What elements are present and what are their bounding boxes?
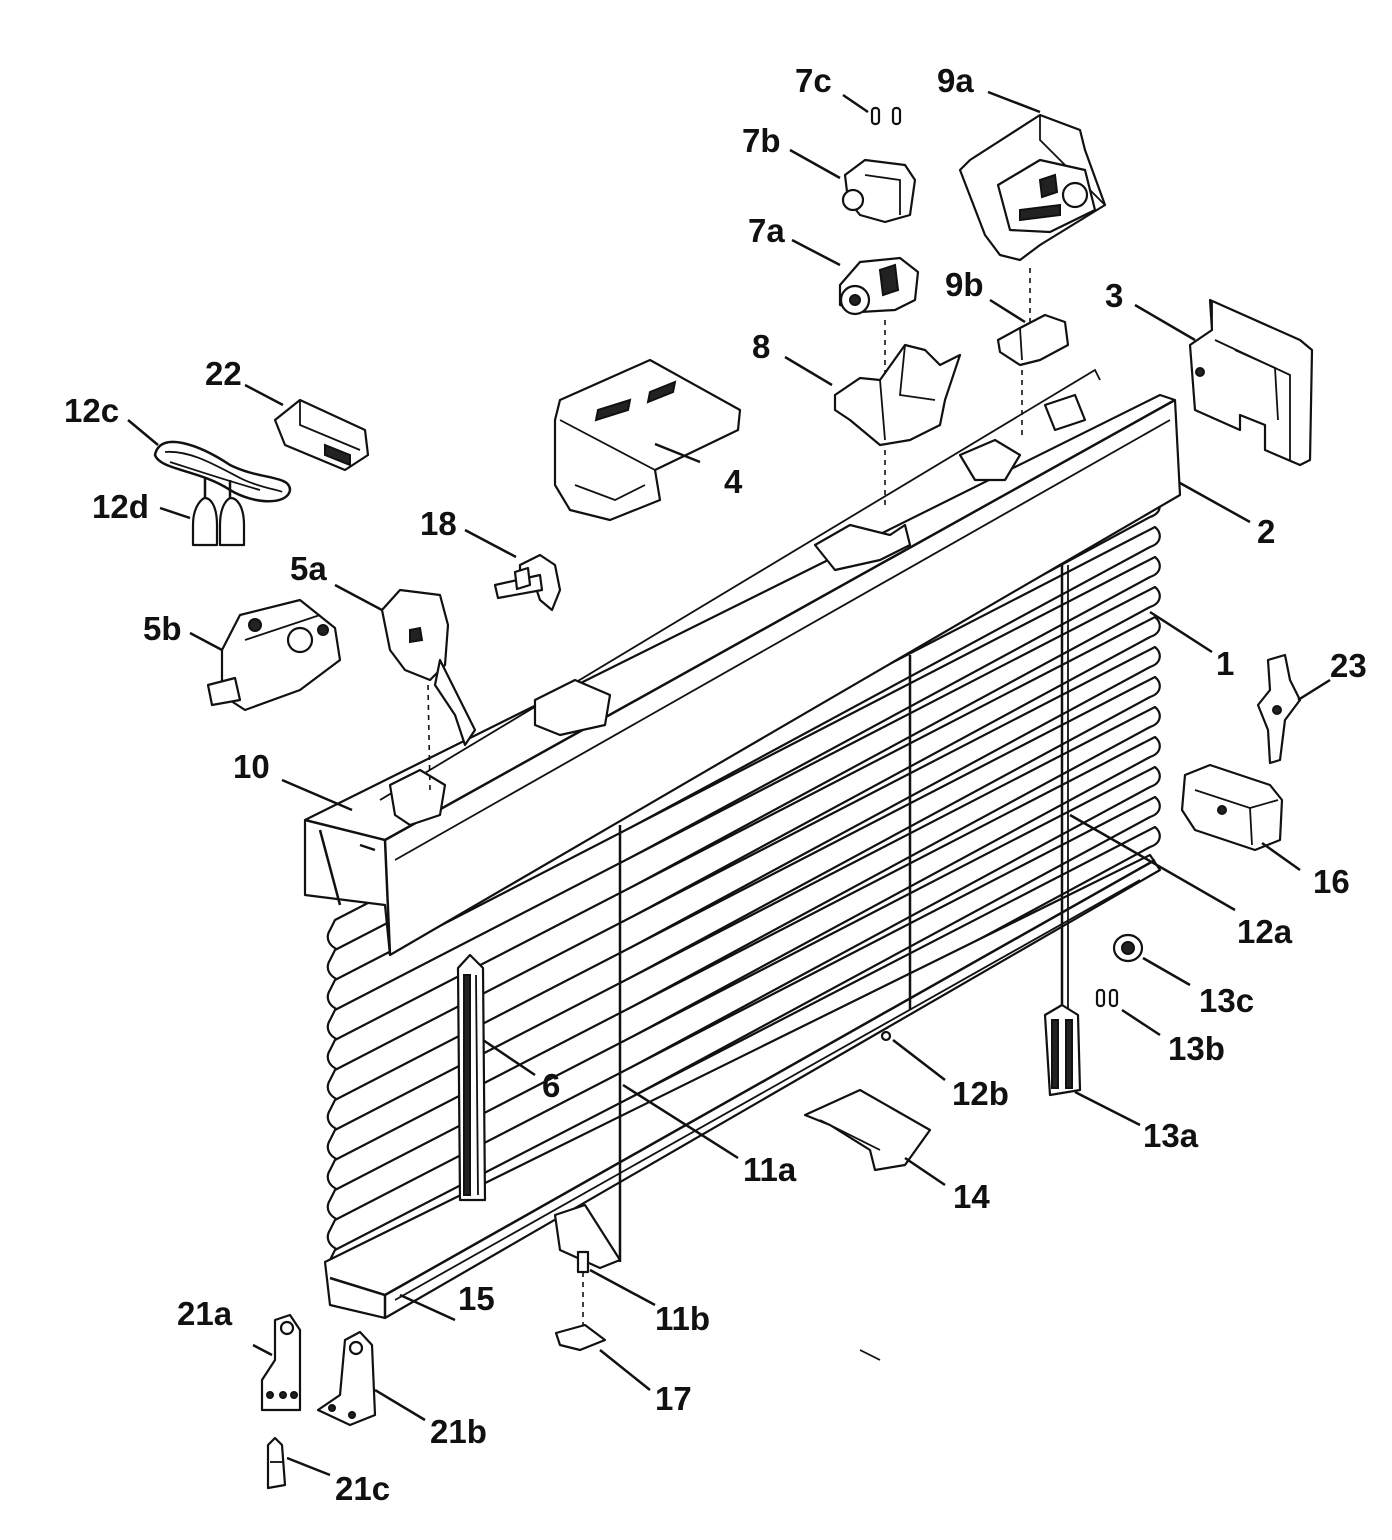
- callout-labels: 7c 9a 7b 7a 9b 3 8 22 12c 12d 4 2 18 5a …: [64, 62, 1367, 1507]
- callout-7c: 7c: [795, 62, 832, 99]
- callout-13a: 13a: [1143, 1117, 1199, 1154]
- tilt-wand: [456, 953, 487, 1202]
- callout-23: 23: [1330, 647, 1367, 684]
- callout-11b: 11b: [655, 1300, 710, 1337]
- blind-slat: [326, 585, 1161, 1044]
- support-bracket-flat: [260, 1313, 302, 1412]
- headrail: [303, 368, 1182, 957]
- callout-18: 18: [420, 505, 457, 542]
- hold-down-clip: [803, 1088, 932, 1172]
- cord-ring: [1112, 933, 1144, 963]
- callout-21b: 21b: [430, 1413, 487, 1450]
- callout-14: 14: [953, 1178, 990, 1215]
- callout-8: 8: [752, 328, 770, 365]
- cord-spool: [841, 158, 917, 224]
- lock-spacer: [996, 313, 1070, 367]
- callout-21c: 21c: [335, 1470, 390, 1507]
- blind-slat: [326, 765, 1161, 1224]
- blind-slat: [326, 555, 1161, 1014]
- blind-slat: [326, 705, 1161, 1164]
- valance-clip: [1256, 653, 1302, 765]
- callout-13c: 13c: [1199, 982, 1254, 1019]
- callout-7b: 7b: [742, 122, 781, 159]
- callout-12c: 12c: [64, 392, 119, 429]
- leader-lines: [127, 90, 1331, 1477]
- valance-bracket: [553, 358, 742, 522]
- blind-slat: [326, 735, 1161, 1194]
- callout-12b: 12b: [952, 1075, 1009, 1112]
- callout-10: 10: [233, 748, 270, 785]
- bottom-rail: [323, 853, 1162, 1320]
- callout-2: 2: [1257, 513, 1275, 550]
- cord-lock-housing: [958, 113, 1107, 262]
- ladder-cords: [618, 565, 1069, 1262]
- support-bracket-angle: [316, 1330, 377, 1427]
- cord-tassel: [1043, 1003, 1082, 1097]
- callout-13b: 13b: [1168, 1030, 1225, 1067]
- callout-9a: 9a: [937, 62, 974, 99]
- blind-slat: [326, 645, 1161, 1104]
- cord-guide: [833, 343, 962, 447]
- callout-12a: 12a: [1237, 913, 1293, 950]
- callout-21a: 21a: [177, 1295, 233, 1332]
- blind-slat: [326, 675, 1161, 1134]
- callout-7a: 7a: [748, 212, 785, 249]
- blind-slat: [326, 795, 1161, 1254]
- callout-3: 3: [1105, 277, 1123, 314]
- callout-9b: 9b: [945, 266, 984, 303]
- tilt-gear: [838, 256, 920, 316]
- installation-bracket: [1188, 298, 1314, 467]
- tilt-mechanism: [206, 598, 342, 712]
- lift-cord-loop: [153, 440, 292, 503]
- wand-connector: [553, 1203, 622, 1352]
- callout-11a: 11a: [743, 1151, 797, 1188]
- callout-12d: 12d: [92, 488, 149, 525]
- callout-4: 4: [724, 463, 743, 500]
- callout-15: 15: [458, 1280, 495, 1317]
- spool-pins: [870, 106, 902, 126]
- support-pin: [266, 1436, 287, 1490]
- stray-mark: [859, 1349, 881, 1361]
- end-cap: [1180, 763, 1284, 852]
- callout-1: 1: [1216, 645, 1234, 682]
- callout-5b: 5b: [143, 610, 182, 647]
- callout-17: 17: [655, 1380, 692, 1417]
- callout-5a: 5a: [290, 550, 327, 587]
- tassel-pins: [1095, 988, 1119, 1008]
- callout-16: 16: [1313, 863, 1350, 900]
- blind-slat: [326, 615, 1161, 1074]
- callout-22: 22: [205, 355, 242, 392]
- callout-6: 6: [542, 1067, 560, 1104]
- cord-equalizer-dot: [880, 1030, 892, 1042]
- cord-tassels: [191, 478, 246, 547]
- cord-lock: [380, 588, 477, 791]
- headrail-clip: [273, 398, 370, 472]
- tilt-bracket: [493, 553, 562, 612]
